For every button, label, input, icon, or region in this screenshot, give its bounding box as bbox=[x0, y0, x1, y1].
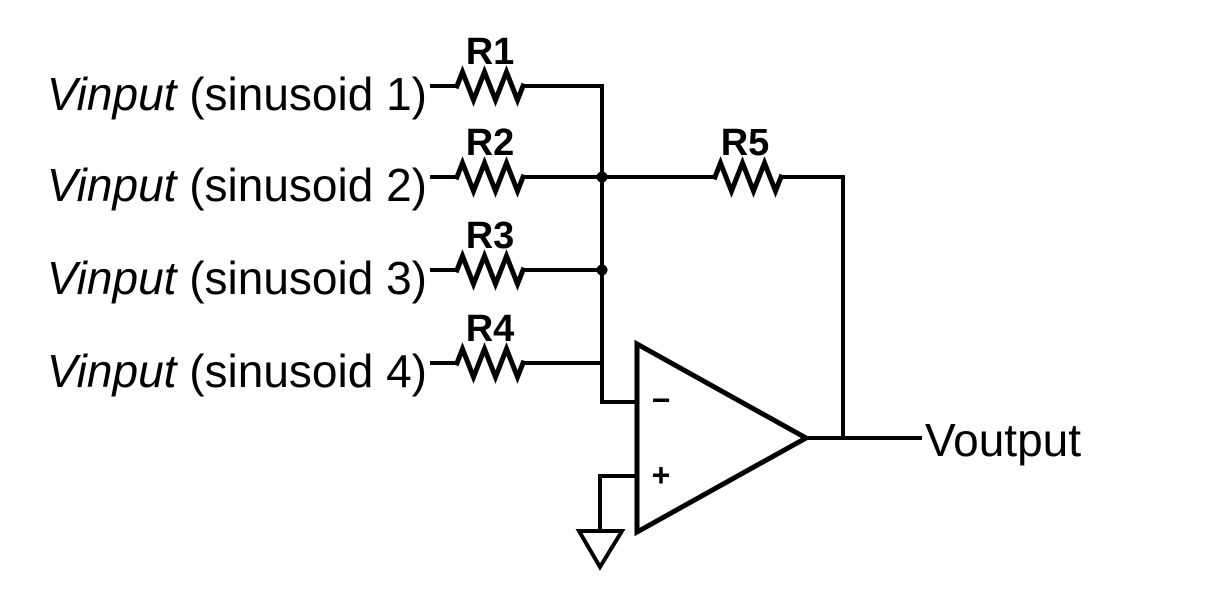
noninverting-ground-wire bbox=[598, 474, 639, 533]
opamp: − + bbox=[634, 339, 812, 537]
resistor-r3-symbol bbox=[453, 249, 527, 291]
input-descriptor-3: (sinusoid 3) bbox=[176, 252, 427, 304]
input-row-3: Vinput (sinusoid 3) R3 bbox=[47, 215, 604, 304]
input-row-4: Vinput (sinusoid 4) R4 bbox=[47, 308, 604, 397]
resistor-r1-symbol bbox=[453, 65, 527, 107]
feedback-branch: R5 bbox=[600, 122, 845, 440]
input-descriptor-2: (sinusoid 2) bbox=[176, 159, 427, 211]
junction-dot bbox=[596, 264, 608, 276]
input-row-2: Vinput (sinusoid 2) R2 bbox=[47, 122, 604, 211]
opamp-triangle-icon bbox=[634, 339, 812, 537]
input-descriptor-4: (sinusoid 4) bbox=[176, 345, 427, 397]
ground-icon bbox=[575, 529, 626, 571]
output-label: Voutput bbox=[925, 414, 1081, 466]
resistor-r4-symbol bbox=[453, 342, 527, 384]
inverting-input-sign: − bbox=[652, 382, 671, 418]
resistor-label-r5: R5 bbox=[721, 122, 770, 164]
input-variable-4: Vinput bbox=[47, 345, 179, 397]
input-descriptor-1: (sinusoid 1) bbox=[176, 68, 427, 120]
input-row-1: Vinput (sinusoid 1) R1 bbox=[47, 31, 604, 120]
input-variable-2: Vinput bbox=[47, 159, 179, 211]
input-variable-1: Vinput bbox=[47, 68, 179, 120]
input-label-2: Vinput (sinusoid 2) bbox=[47, 159, 427, 211]
noninverting-input-sign: + bbox=[652, 457, 671, 493]
input-label-3: Vinput (sinusoid 3) bbox=[47, 252, 427, 304]
output-branch: Voutput bbox=[804, 414, 1081, 466]
summing-bus-wire bbox=[600, 84, 639, 404]
input-label-1: Vinput (sinusoid 1) bbox=[47, 68, 427, 120]
input-label-4: Vinput (sinusoid 4) bbox=[47, 345, 427, 397]
resistor-r2-symbol bbox=[453, 156, 527, 198]
input-variable-3: Vinput bbox=[47, 252, 179, 304]
feedback-wire bbox=[783, 175, 845, 440]
resistor-r5-symbol bbox=[711, 156, 785, 198]
